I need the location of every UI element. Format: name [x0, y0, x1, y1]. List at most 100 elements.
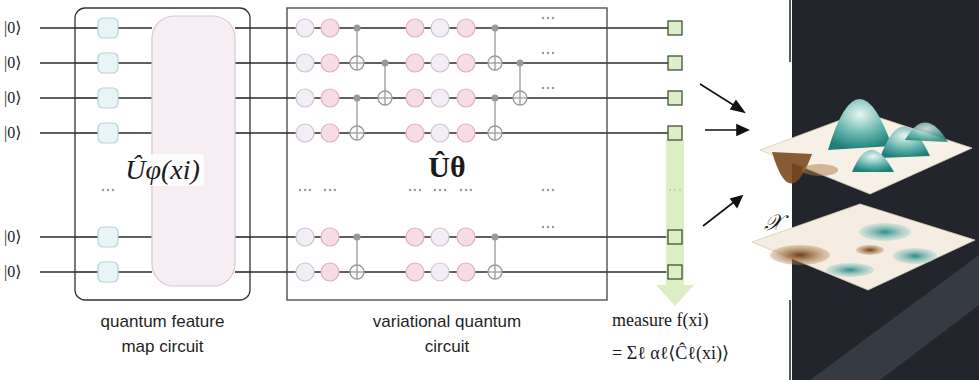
encoding-gate [98, 53, 118, 73]
qubit-wire [75, 62, 98, 64]
qubit-state: |0⟩ [4, 123, 21, 142]
cnot-control [492, 95, 499, 102]
box-caption: quantum feature map circuit [88, 310, 238, 359]
cnot-control [492, 234, 499, 241]
ellipsis-dot [102, 189, 104, 191]
rotation-gate [406, 19, 424, 37]
qubit-wire [118, 132, 152, 134]
encoding-gate [98, 227, 118, 247]
ellipsis-dot [329, 189, 331, 191]
measure-arrow [656, 140, 694, 306]
qubit-wire [250, 132, 287, 134]
qubit-state: |0⟩ [4, 227, 21, 246]
ellipsis-dot [299, 189, 301, 191]
ellipsis-dot [552, 87, 554, 89]
cnot-target [356, 126, 357, 140]
measurement-box [668, 126, 682, 140]
rotation-gate [321, 124, 339, 142]
rotation-gate [321, 89, 339, 107]
qubit-wire [607, 236, 668, 238]
qubit-wire [235, 62, 250, 64]
ellipsis-dot [542, 52, 544, 54]
rotation-gate [457, 19, 475, 37]
encoding-gate [98, 88, 118, 108]
feature-map-gate [152, 16, 235, 286]
ellipsis-dot [542, 226, 544, 228]
ellipsis-dot [434, 189, 436, 191]
ellipsis-dot [409, 189, 411, 191]
cnot-target [494, 265, 495, 279]
cnot-control [354, 95, 361, 102]
rotation-gate [457, 124, 475, 142]
ellipsis-dot [419, 189, 421, 191]
qubit-wire [607, 132, 668, 134]
qubit-wire [235, 27, 250, 29]
qubit-wire [607, 97, 668, 99]
qubit-state: |0⟩ [4, 18, 21, 37]
measurement-box [668, 265, 682, 279]
rotation-gate [296, 228, 314, 246]
ellipsis-dot [444, 189, 446, 191]
qubit-wire [118, 271, 152, 273]
qubit-wire [40, 62, 75, 64]
rotation-gate [296, 54, 314, 72]
ellipsis-dot [460, 189, 462, 191]
encoding-gate [98, 123, 118, 143]
cnot-target [519, 91, 520, 105]
box-caption: variational quantum circuit [357, 310, 537, 359]
ellipsis-dot [547, 226, 549, 228]
qubit-wire [40, 97, 75, 99]
qubit-wire [75, 132, 98, 134]
feature-map-frame [75, 8, 250, 300]
space-symbol: 𝒳 [764, 210, 783, 236]
variational-box: Ûθvariational quantum circuit [287, 8, 607, 300]
ellipsis-dot [542, 17, 544, 19]
rotation-gate [406, 54, 424, 72]
rotation-gate [321, 54, 339, 72]
qubit-state: |0⟩ [4, 88, 21, 107]
ellipsis-dot [552, 189, 554, 191]
cnot-target [356, 265, 357, 279]
circuit-wires [40, 8, 681, 300]
ellipsis-dot [547, 189, 549, 191]
measurement-box [668, 21, 682, 35]
encoding-gate [98, 18, 118, 38]
cnot-target [494, 126, 495, 140]
pointer-arrows [700, 84, 748, 226]
qubit-wire [607, 62, 668, 64]
cnot-target [384, 91, 385, 105]
ellipsis-dot [542, 189, 544, 191]
cnot-target [488, 126, 502, 140]
qubit-wire [40, 132, 75, 134]
rotation-gate [457, 54, 475, 72]
rotation-gate [406, 228, 424, 246]
qubit-wire [250, 97, 287, 99]
cnot-target [488, 265, 502, 279]
operator-symbol: Ûθ [424, 150, 469, 184]
rotation-gate [321, 263, 339, 281]
ellipsis-dot [304, 189, 306, 191]
rotation-gate [296, 263, 314, 281]
measurement-box [668, 91, 682, 105]
measurement-box [668, 56, 682, 70]
rotation-gate [431, 263, 449, 281]
feature-map-box: Ûφ(xi)quantum feature map circuit [75, 8, 250, 300]
measurement-boxes [668, 21, 682, 279]
qubit-wire [250, 62, 287, 64]
surface-plot [752, 99, 975, 290]
cnot-target [350, 56, 364, 70]
panel-edge [789, 0, 791, 62]
ellipsis-dot [414, 189, 416, 191]
qubit-wire [75, 97, 98, 99]
qubit-wire [40, 271, 75, 273]
qubit-wire [40, 27, 75, 29]
qubit-wire [75, 271, 98, 273]
rotation-gate [296, 124, 314, 142]
qubit-state: |0⟩ [4, 53, 21, 72]
ellipsis-dot [309, 189, 311, 191]
encoding-gate [98, 262, 118, 282]
cnot-control [517, 60, 524, 67]
cnot-target [378, 91, 392, 105]
qubit-wire [118, 97, 152, 99]
